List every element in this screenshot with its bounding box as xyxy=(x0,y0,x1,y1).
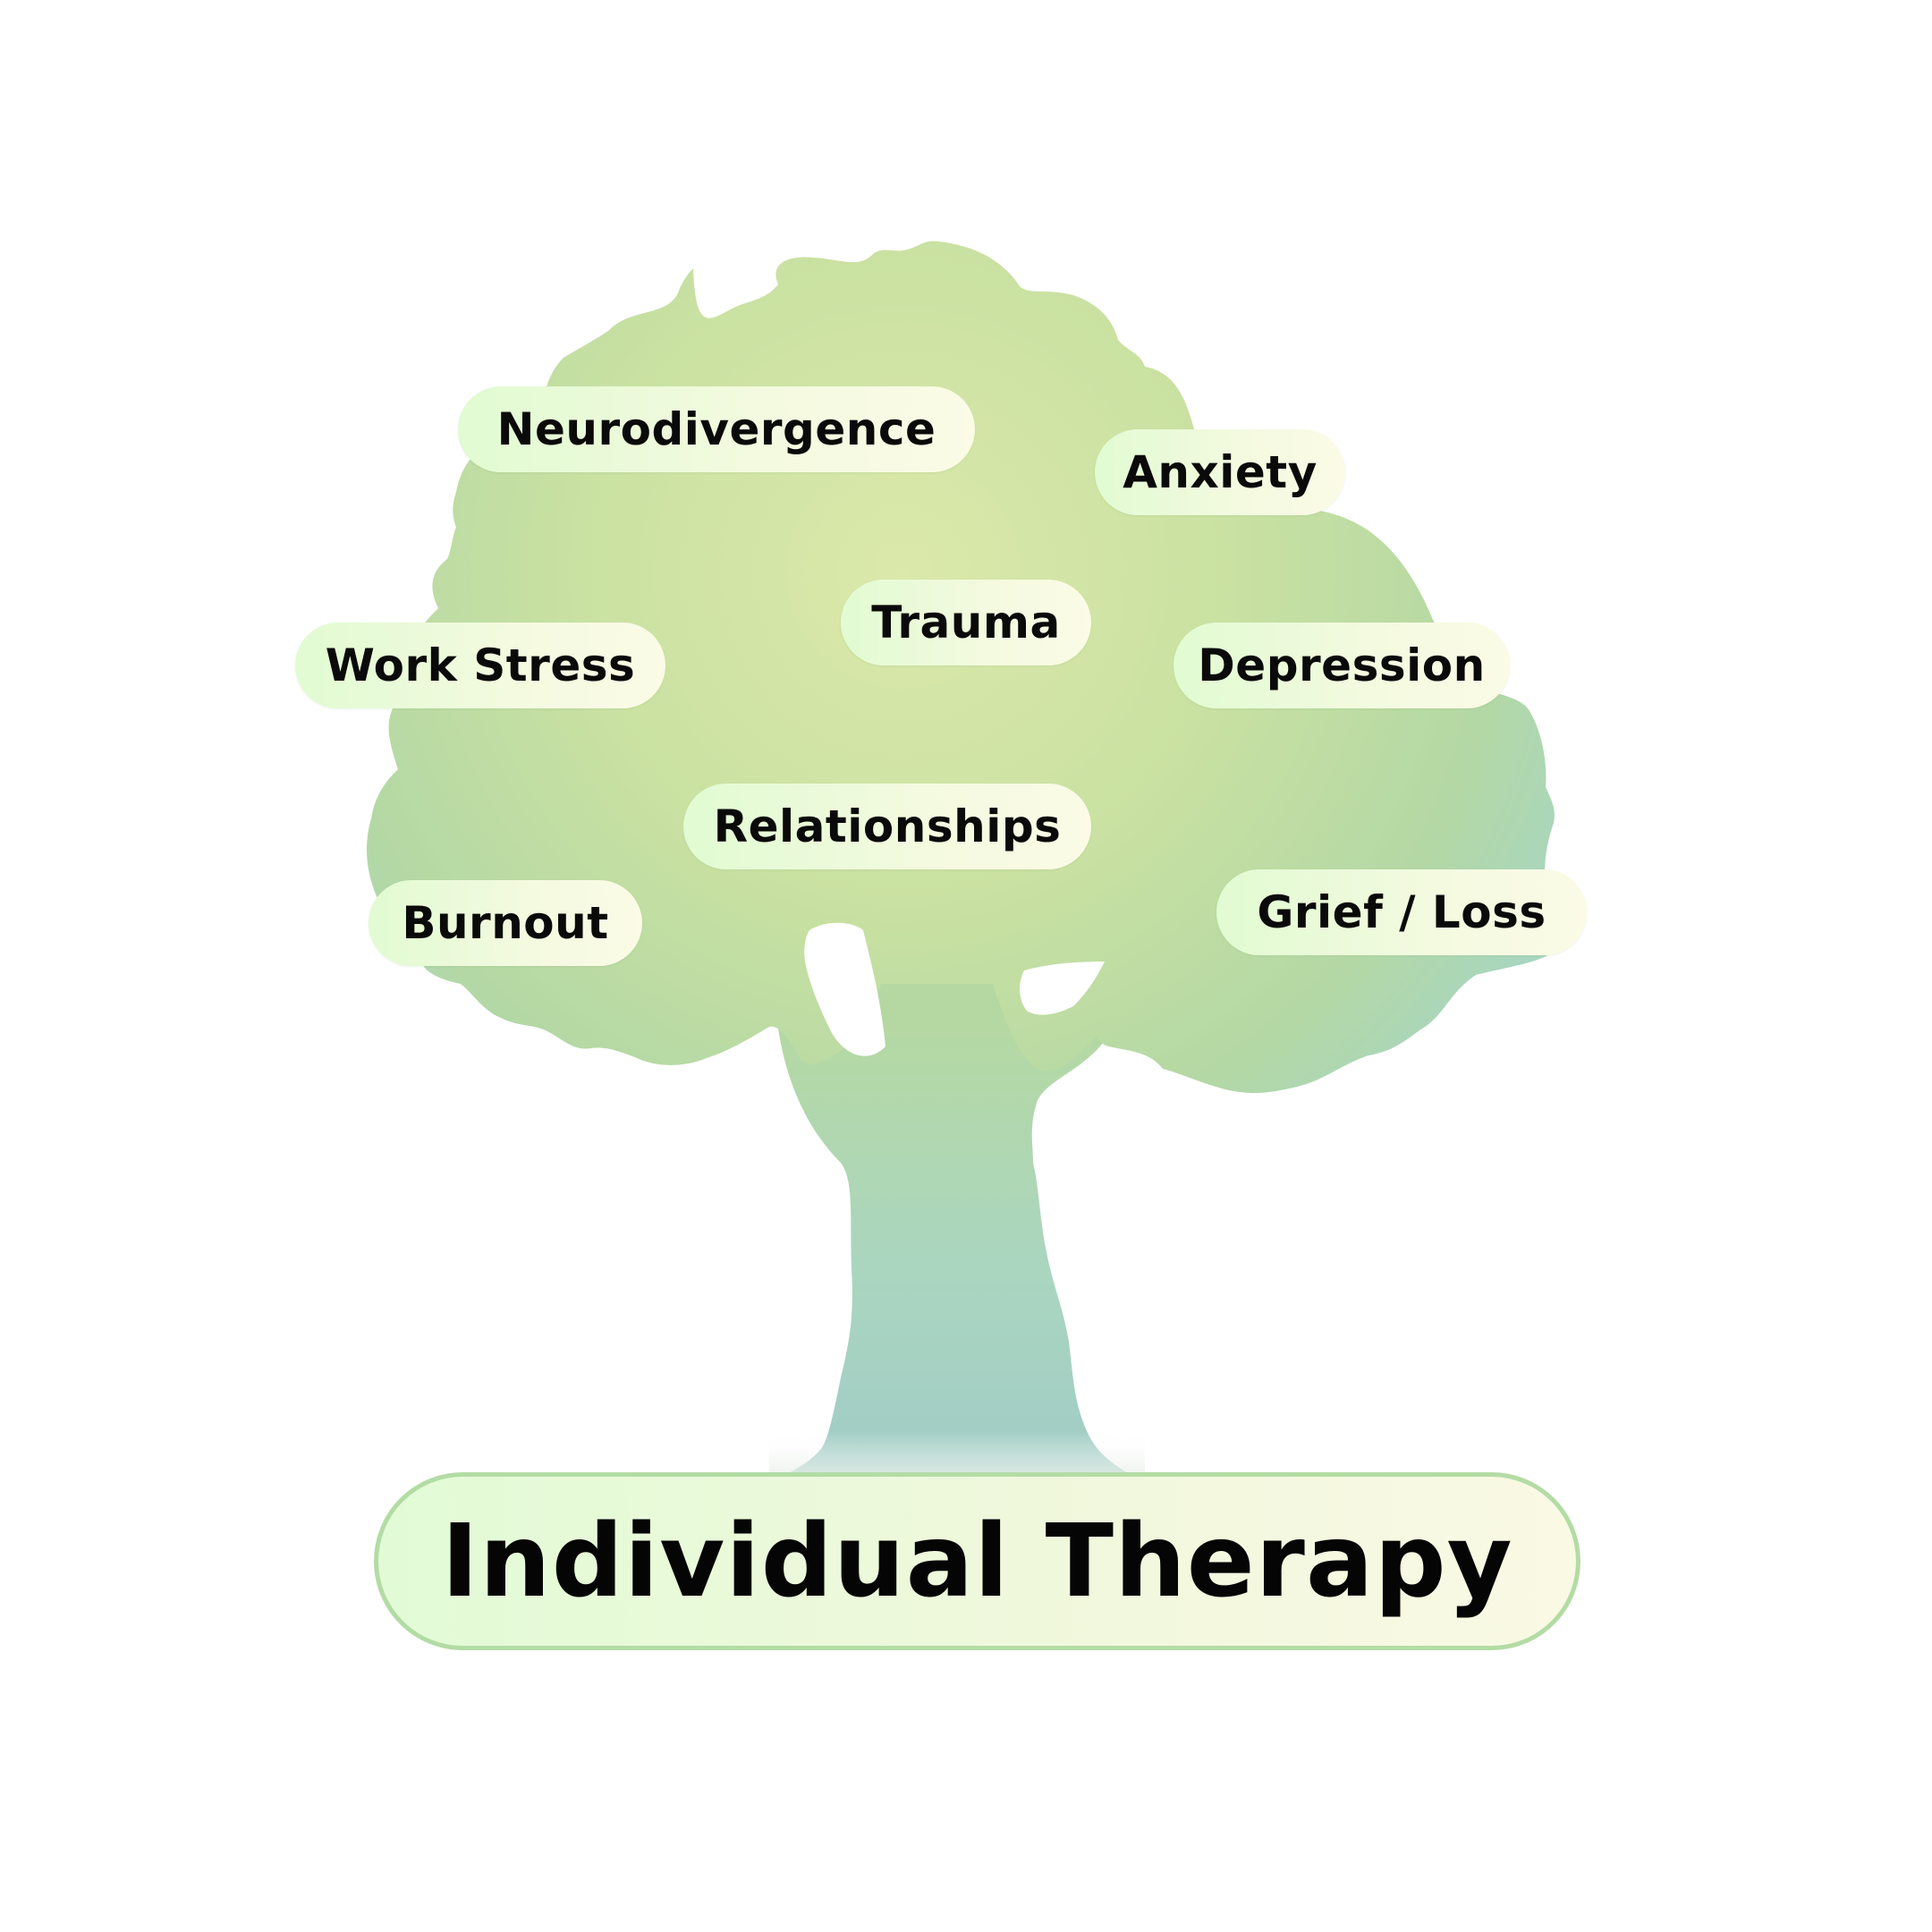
topic-label: Grief / Loss xyxy=(1257,886,1546,938)
tree-trunk xyxy=(778,966,1145,1474)
topic-pill-work-stress: Work Stress xyxy=(295,623,665,708)
topic-label: Work Stress xyxy=(325,640,636,691)
topic-label: Anxiety xyxy=(1123,446,1318,498)
topic-pill-relationships: Relationships xyxy=(683,784,1091,869)
title-banner: Individual Therapy xyxy=(374,1472,1580,1650)
branch-gap-left xyxy=(804,922,886,1056)
ground-shadow xyxy=(769,1431,1145,1474)
topic-pill-neurodivergence: Neurodivergence xyxy=(458,386,975,472)
topic-label: Trauma xyxy=(871,597,1061,648)
topic-label: Burnout xyxy=(402,897,609,949)
topic-label: Depression xyxy=(1198,640,1486,691)
topic-pill-depression: Depression xyxy=(1174,623,1510,708)
topic-pill-burnout: Burnout xyxy=(369,880,642,966)
topic-pill-grief-loss: Grief / Loss xyxy=(1216,869,1587,955)
topic-pill-anxiety: Anxiety xyxy=(1095,429,1345,515)
topic-label: Neurodivergence xyxy=(496,403,936,455)
branch-gap-right xyxy=(1020,962,1105,1015)
topic-pill-trauma: Trauma xyxy=(841,580,1091,665)
page-title: Individual Therapy xyxy=(441,1503,1513,1620)
topic-label: Relationships xyxy=(713,801,1062,852)
